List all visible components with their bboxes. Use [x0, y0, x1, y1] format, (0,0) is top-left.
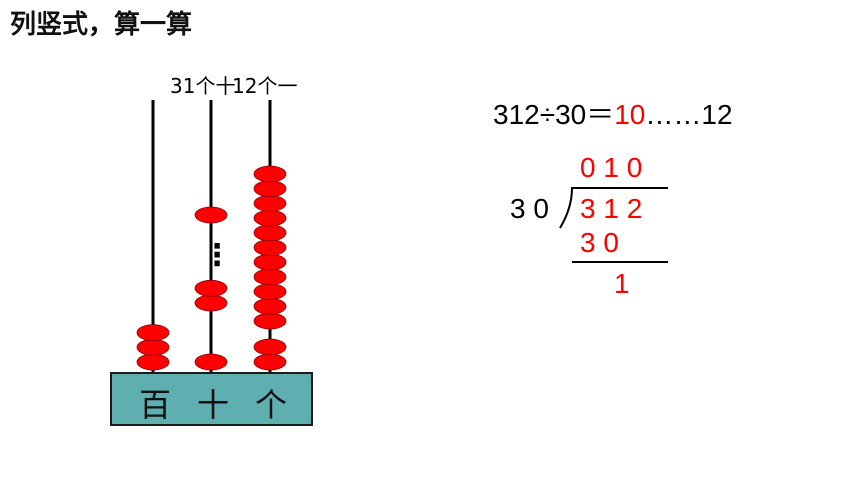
dividend: 3 1 2 [580, 193, 643, 224]
ones-bead [253, 209, 287, 227]
ones-bead [253, 224, 287, 242]
division-bracket [559, 187, 668, 229]
ones-bead [253, 239, 287, 256]
ones-bead [253, 353, 287, 371]
difference: 1 [614, 268, 630, 299]
hundreds-beads [136, 324, 170, 371]
place-hundreds: 百 [139, 386, 172, 424]
page-title: 列竖式，算一算 [10, 10, 193, 40]
abacus-base: 百 十 个 [110, 372, 313, 426]
ones-bead [253, 268, 287, 286]
ones-bead [253, 165, 287, 183]
partial-product: 3 0 [580, 227, 619, 258]
equation-expression: 312÷30＝ [493, 99, 615, 130]
hundreds-bead [136, 324, 170, 342]
ones-bead [253, 312, 287, 330]
hundreds-bead [136, 353, 170, 371]
tens-bead [194, 294, 228, 312]
equation-remainder: 12 [701, 99, 733, 130]
tens-beads [194, 206, 228, 371]
tens-bead [194, 353, 228, 371]
ones-bead [253, 283, 287, 301]
quotient-digits: 0 1 0 [580, 152, 643, 183]
ones-bead [253, 194, 287, 212]
divisor: 3 0 [510, 193, 549, 224]
hundreds-bead [136, 338, 170, 356]
tens-bead [194, 279, 228, 297]
place-tens: 十 [197, 386, 230, 424]
ellipsis-mark: ⋮ [202, 238, 232, 273]
tens-bead [194, 206, 228, 224]
place-ones: 个 [255, 386, 288, 424]
ones-bead [253, 338, 287, 356]
equation-quotient: 10 [614, 99, 646, 130]
ones-bead [253, 180, 287, 198]
division-equation: 312÷30＝10……12 [493, 93, 733, 133]
ones-beads [253, 165, 287, 371]
ones-rod-label: 12个一 [232, 74, 298, 98]
equation-dots: …… [645, 99, 702, 130]
tens-rod-label: 31个十 [170, 74, 236, 98]
ones-bead [253, 253, 287, 271]
ones-bead [253, 297, 287, 315]
